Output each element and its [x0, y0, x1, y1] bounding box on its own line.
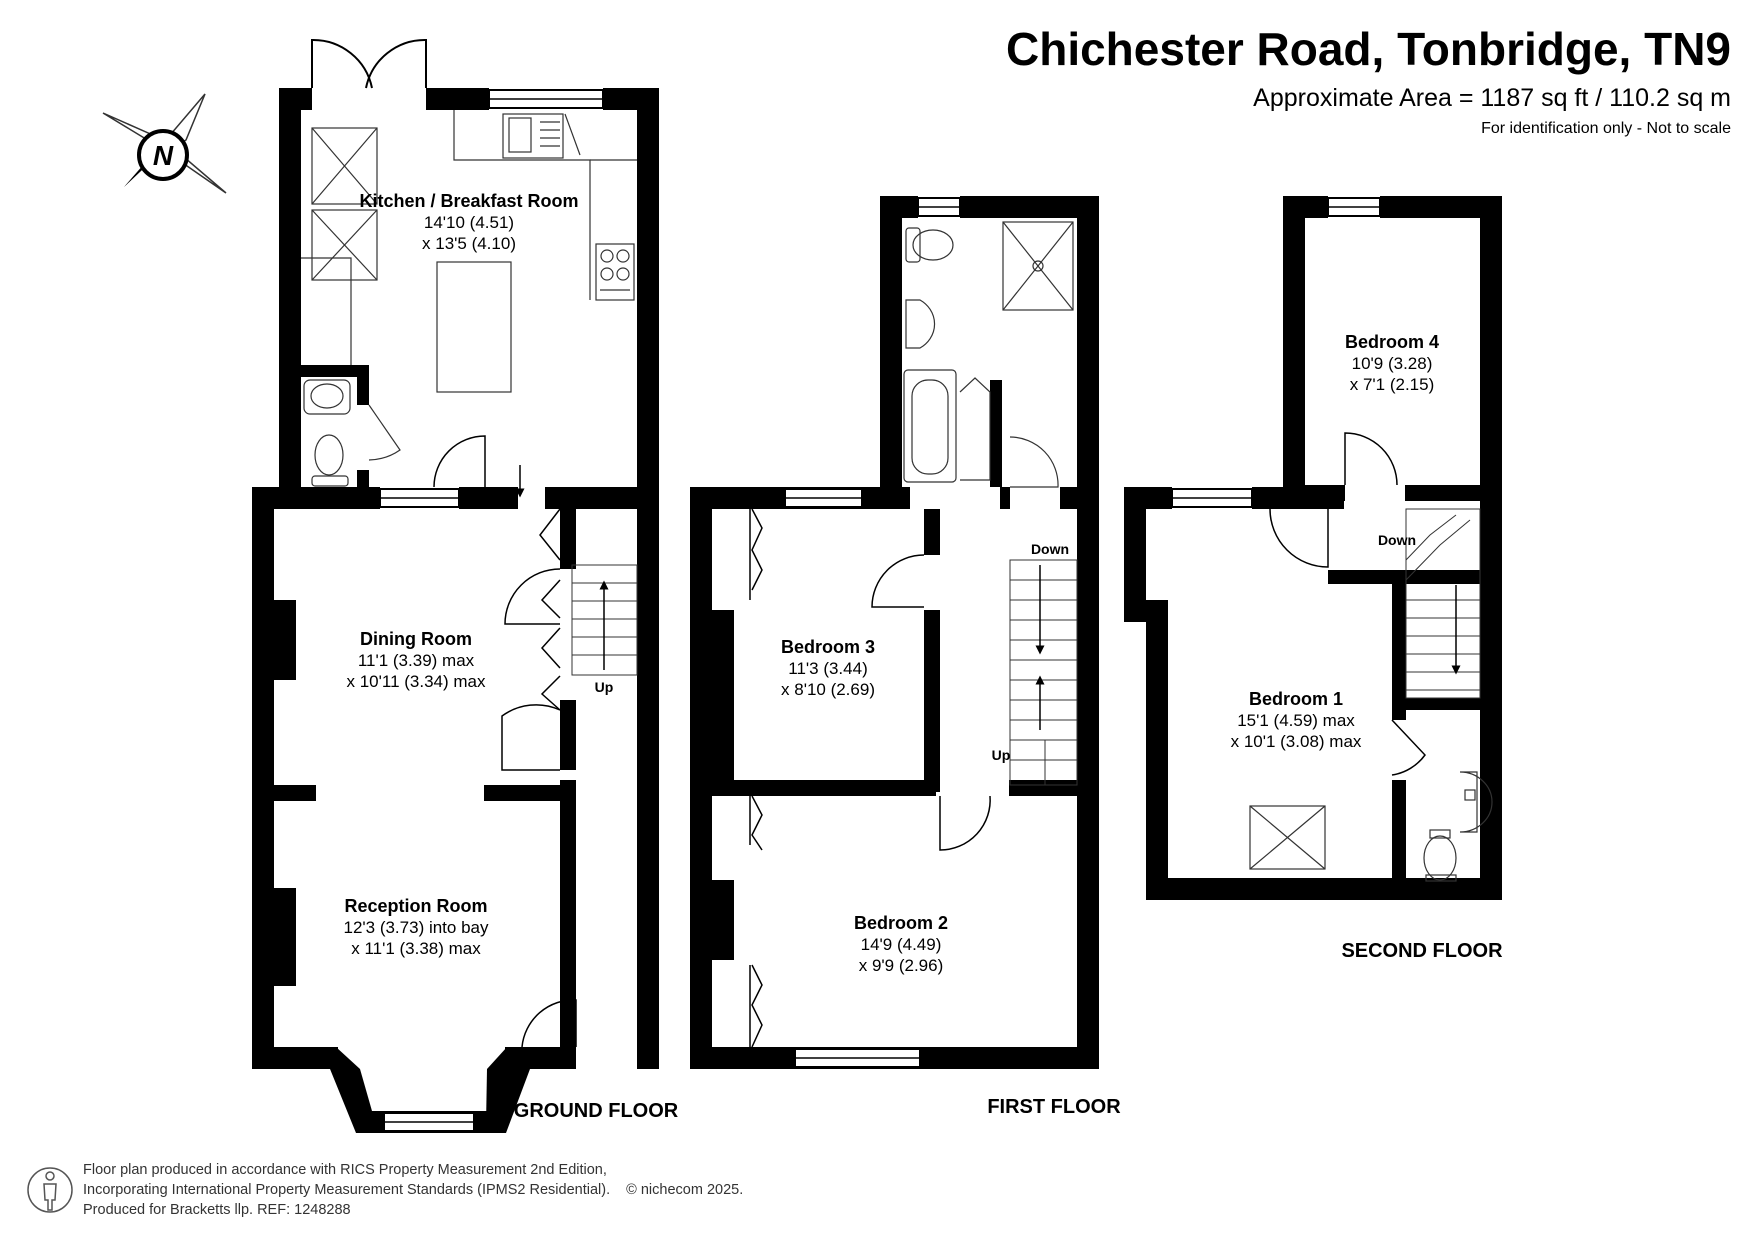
room-dimension: x 10'11 (3.34) max — [347, 672, 486, 691]
footer-copyright: © nichecom 2025. — [626, 1182, 744, 1198]
room-name: Kitchen / Breakfast Room — [359, 191, 578, 211]
room-bedroom2: Bedroom 2 14'9 (4.49) x 9'9 (2.96) — [854, 913, 948, 975]
second-floor-plan — [1124, 196, 1502, 900]
room-reception: Reception Room 12'3 (3.73) into bay x 11… — [343, 896, 489, 958]
room-name: Bedroom 1 — [1249, 689, 1343, 709]
room-name: Bedroom 3 — [781, 637, 875, 657]
room-dimension: x 7'1 (2.15) — [1350, 375, 1435, 394]
first-floor-plan — [690, 196, 1099, 1069]
stairs-label: Up — [992, 747, 1011, 763]
identification-note: For identification only - Not to scale — [1481, 120, 1731, 137]
footer-standard: Incorporating International Property Mea… — [83, 1182, 611, 1198]
stairs-label: Down — [1031, 541, 1069, 557]
compass-label: N — [153, 140, 174, 171]
room-kitchen: Kitchen / Breakfast Room 14'10 (4.51) x … — [359, 191, 578, 253]
room-bedroom3: Bedroom 3 11'3 (3.44) x 8'10 (2.69) — [781, 637, 875, 699]
room-bedroom1: Bedroom 1 15'1 (4.59) max x 10'1 (3.08) … — [1231, 689, 1362, 751]
floor-label-first: FIRST FLOOR — [987, 1096, 1121, 1118]
stairs-label: Down — [1378, 532, 1416, 548]
room-name: Bedroom 4 — [1345, 332, 1439, 352]
room-dimension: x 11'1 (3.38) max — [351, 939, 481, 958]
room-name: Dining Room — [360, 629, 472, 649]
ground-floor-plan — [252, 38, 659, 1133]
room-dimension: x 9'9 (2.96) — [859, 956, 944, 975]
footer-line-2: Incorporating International Property Mea… — [83, 1182, 743, 1198]
page-title: Chichester Road, Tonbridge, TN9 — [1006, 23, 1731, 75]
footer-line-3: Produced for Bracketts llp. REF: 1248288 — [83, 1202, 351, 1218]
room-name: Bedroom 2 — [854, 913, 948, 933]
room-dimension: x 8'10 (2.69) — [781, 680, 875, 699]
room-dimension: x 10'1 (3.08) max — [1231, 732, 1362, 751]
room-dimension: 11'1 (3.39) max — [358, 651, 475, 670]
floor-label-second: SECOND FLOOR — [1341, 940, 1503, 962]
room-name: Reception Room — [344, 896, 487, 916]
footer-line-1: Floor plan produced in accordance with R… — [83, 1162, 607, 1178]
approximate-area: Approximate Area = 1187 sq ft / 110.2 sq… — [1253, 84, 1731, 112]
floor-label-ground: GROUND FLOOR — [514, 1100, 679, 1122]
room-dimension: 12'3 (3.73) into bay — [343, 918, 489, 937]
room-bedroom4: Bedroom 4 10'9 (3.28) x 7'1 (2.15) — [1345, 332, 1439, 394]
room-dimension: 11'3 (3.44) — [788, 659, 867, 678]
room-dimension: 14'10 (4.51) — [424, 213, 514, 232]
room-dining: Dining Room 11'1 (3.39) max x 10'11 (3.3… — [347, 629, 486, 691]
room-dimension: x 13'5 (4.10) — [422, 234, 516, 253]
room-dimension: 10'9 (3.28) — [1352, 354, 1433, 373]
room-dimension: 14'9 (4.49) — [861, 935, 942, 954]
stairs-label: Up — [595, 679, 614, 695]
person-icon — [27, 1167, 73, 1213]
compass-icon: N — [102, 93, 227, 194]
room-dimension: 15'1 (4.59) max — [1237, 711, 1355, 730]
